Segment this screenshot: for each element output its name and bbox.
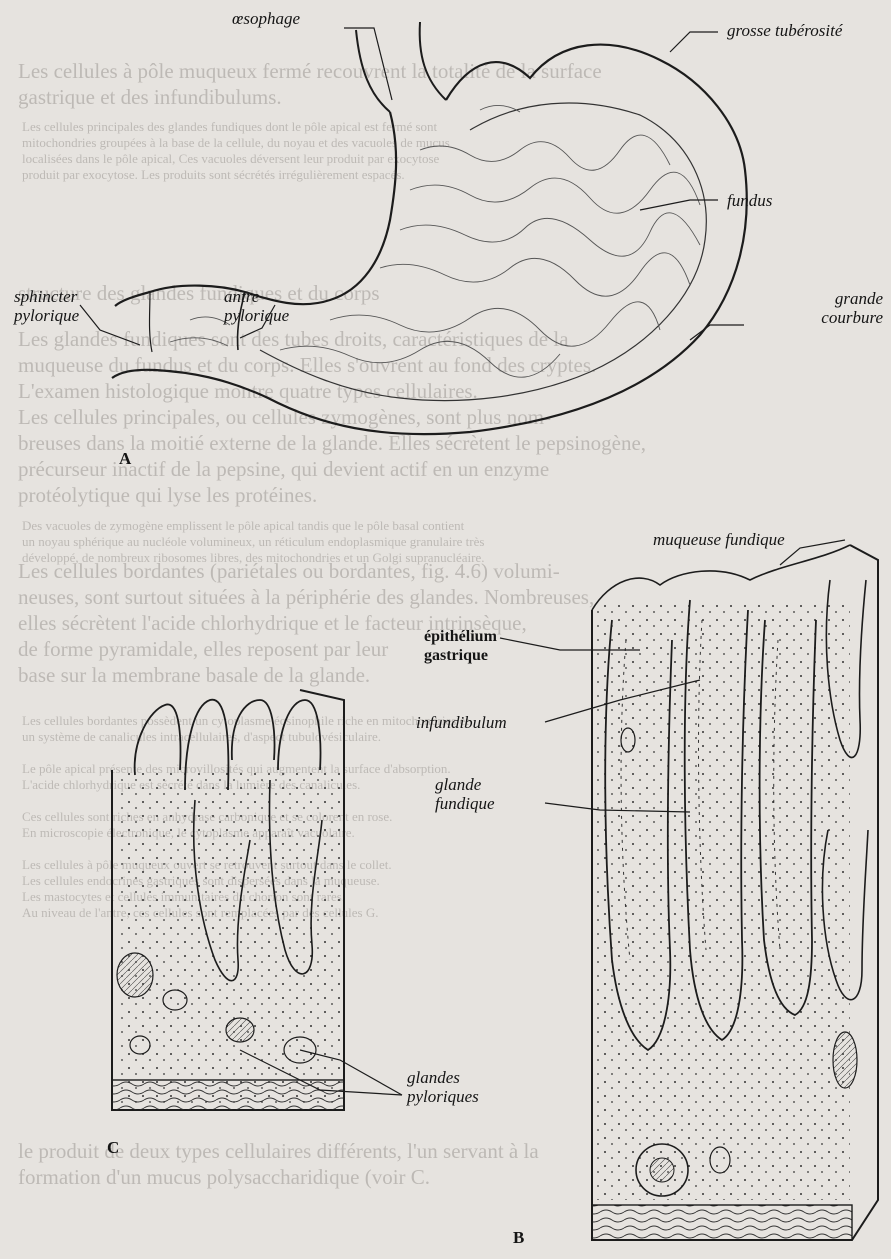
label-antre-line2: pylorique xyxy=(224,306,289,325)
label-grande-line1: grande xyxy=(821,289,883,308)
stomach-figure-a xyxy=(112,22,747,434)
label-epithelium-line1: épithélium xyxy=(424,627,497,646)
label-glandes-line2: pyloriques xyxy=(407,1087,479,1106)
label-glandes-pyloriques: glandes pyloriques xyxy=(407,1068,479,1106)
stomach-lesser-curvature xyxy=(115,112,396,306)
figure-letter-a: A xyxy=(119,449,131,468)
label-muqueuse-fundique: muqueuse fundique xyxy=(653,530,785,549)
label-grande-line2: courbure xyxy=(821,308,883,327)
label-epithelium-gastrique: épithélium gastrique xyxy=(424,627,497,665)
figure-letter-c: C xyxy=(107,1138,119,1157)
label-grosse-tuberosite: grosse tubérosité xyxy=(727,21,842,40)
label-sphincter-pylorique: sphincter pylorique xyxy=(14,287,79,325)
label-glandes-line1: glandes xyxy=(407,1068,479,1087)
label-glande-line1: glande xyxy=(435,775,495,794)
stomach-outer-wall xyxy=(112,45,747,435)
fundic-mucosa-figure-b xyxy=(592,545,878,1240)
label-glande-fundique: glande fundique xyxy=(435,775,495,813)
pyloric-mucosa-figure-c xyxy=(112,690,344,1110)
label-antre-line1: antre xyxy=(224,287,289,306)
label-oesophage: œsophage xyxy=(232,9,300,28)
label-infundibulum: infundibulum xyxy=(416,713,507,732)
label-grande-courbure: grande courbure xyxy=(821,289,883,327)
label-sphincter-line2: pylorique xyxy=(14,306,79,325)
label-fundus: fundus xyxy=(727,191,772,210)
figure-letter-b: B xyxy=(513,1228,524,1247)
label-antre-pylorique: antre pylorique xyxy=(224,287,289,325)
label-epithelium-line2: gastrique xyxy=(424,646,497,665)
label-sphincter-line1: sphincter xyxy=(14,287,79,306)
label-glande-line2: fundique xyxy=(435,794,495,813)
